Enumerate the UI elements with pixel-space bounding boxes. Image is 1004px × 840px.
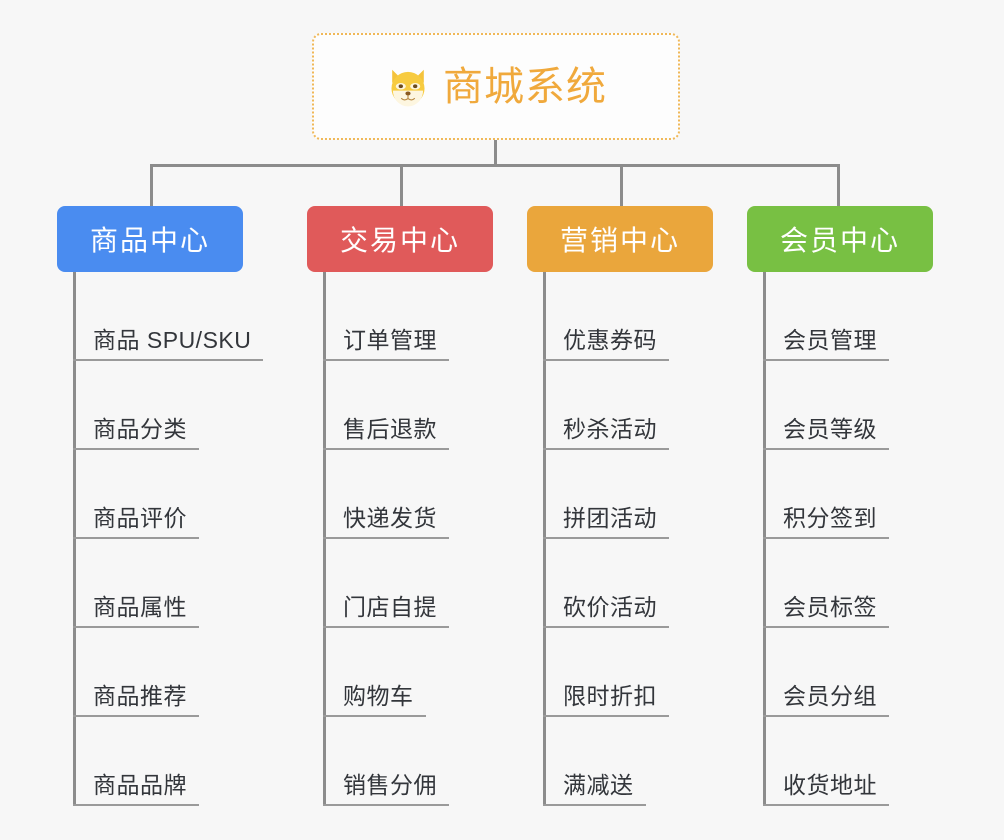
list-item[interactable]: 满减送 xyxy=(527,717,713,806)
list-item[interactable]: 订单管理 xyxy=(307,272,493,361)
leaf-label: 优惠券码 xyxy=(563,327,657,353)
leaf-label: 商品分类 xyxy=(93,416,187,442)
connector-drop-4 xyxy=(837,164,840,208)
list-item[interactable]: 砍价活动 xyxy=(527,539,713,628)
list-item[interactable]: 会员标签 xyxy=(747,539,933,628)
leaf-label: 会员标签 xyxy=(783,594,877,620)
category-label-2: 交易中心 xyxy=(339,225,460,256)
list-item[interactable]: 限时折扣 xyxy=(527,628,713,717)
branch-trunk-4 xyxy=(763,272,766,806)
leaf-list-3: 优惠券码 秒杀活动 拼团活动 砍价活动 限时折扣 满减送 xyxy=(527,272,713,806)
category-box-4[interactable]: 会员中心 xyxy=(747,206,933,272)
leaf-label: 积分签到 xyxy=(783,505,877,531)
branch-trade-center: 交易中心 订单管理 售后退款 快递发货 门店自提 购物车 销售分佣 xyxy=(307,206,493,806)
leaf-label: 商品推荐 xyxy=(93,683,187,709)
branch-trunk-3 xyxy=(543,272,546,806)
leaf-label: 会员等级 xyxy=(783,416,877,442)
leaf-label: 商品品牌 xyxy=(93,772,187,798)
connector-horizontal-bar xyxy=(150,164,840,167)
list-item[interactable]: 商品推荐 xyxy=(57,628,263,717)
list-item[interactable]: 门店自提 xyxy=(307,539,493,628)
category-box-1[interactable]: 商品中心 xyxy=(57,206,243,272)
connector-drop-3 xyxy=(620,164,623,208)
branch-product-center: 商品中心 商品 SPU/SKU 商品分类 商品评价 商品属性 商品推荐 商品品牌 xyxy=(57,206,264,806)
shiba-dog-face-icon xyxy=(391,69,425,106)
leaf-label: 购物车 xyxy=(343,683,414,709)
leaf-list-2: 订单管理 售后退款 快递发货 门店自提 购物车 销售分佣 xyxy=(307,272,493,806)
leaf-label: 限时折扣 xyxy=(563,683,657,709)
list-item[interactable]: 商品 SPU/SKU xyxy=(57,272,264,361)
list-item[interactable]: 积分签到 xyxy=(747,450,933,539)
leaf-label: 销售分佣 xyxy=(343,772,437,798)
list-item[interactable]: 商品属性 xyxy=(57,539,263,628)
list-item[interactable]: 收货地址 xyxy=(747,717,933,806)
leaf-label: 收货地址 xyxy=(783,772,877,798)
branch-trunk-2 xyxy=(323,272,326,806)
category-box-2[interactable]: 交易中心 xyxy=(307,206,493,272)
list-item[interactable]: 购物车 xyxy=(307,628,493,717)
connector-drop-1 xyxy=(150,164,153,208)
list-item[interactable]: 拼团活动 xyxy=(527,450,713,539)
list-item[interactable]: 会员管理 xyxy=(747,272,933,361)
list-item[interactable]: 商品品牌 xyxy=(57,717,263,806)
root-node[interactable]: 商城系统 xyxy=(312,33,680,140)
leaf-label: 订单管理 xyxy=(343,327,437,353)
list-item[interactable]: 商品分类 xyxy=(57,361,263,450)
leaf-label: 售后退款 xyxy=(343,416,437,442)
leaf-list-4: 会员管理 会员等级 积分签到 会员标签 会员分组 收货地址 xyxy=(747,272,933,806)
list-item[interactable]: 优惠券码 xyxy=(527,272,713,361)
leaf-list-1: 商品 SPU/SKU 商品分类 商品评价 商品属性 商品推荐 商品品牌 xyxy=(57,272,264,806)
category-label-3: 营销中心 xyxy=(559,225,680,256)
leaf-label: 商品评价 xyxy=(93,505,187,531)
leaf-label: 会员分组 xyxy=(783,683,877,709)
branch-trunk-1 xyxy=(73,272,76,806)
leaf-label: 商品属性 xyxy=(93,594,187,620)
leaf-label: 砍价活动 xyxy=(563,594,657,620)
branch-marketing-center: 营销中心 优惠券码 秒杀活动 拼团活动 砍价活动 限时折扣 满减送 xyxy=(527,206,713,806)
list-item[interactable]: 会员分组 xyxy=(747,628,933,717)
category-label-4: 会员中心 xyxy=(779,225,900,256)
category-box-3[interactable]: 营销中心 xyxy=(527,206,713,272)
list-item[interactable]: 销售分佣 xyxy=(307,717,493,806)
leaf-label: 会员管理 xyxy=(783,327,877,353)
list-item[interactable]: 秒杀活动 xyxy=(527,361,713,450)
connector-drop-2 xyxy=(400,164,403,208)
list-item[interactable]: 售后退款 xyxy=(307,361,493,450)
leaf-label: 满减送 xyxy=(563,772,634,798)
leaf-label: 秒杀活动 xyxy=(563,416,657,442)
leaf-label: 商品 SPU/SKU xyxy=(93,327,252,353)
list-item[interactable]: 会员等级 xyxy=(747,361,933,450)
list-item[interactable]: 快递发货 xyxy=(307,450,493,539)
list-item[interactable]: 商品评价 xyxy=(57,450,263,539)
root-title: 商城系统 xyxy=(443,64,607,109)
category-label-1: 商品中心 xyxy=(89,225,210,256)
leaf-label: 拼团活动 xyxy=(563,505,657,531)
connector-root-stem xyxy=(494,140,497,167)
branch-member-center: 会员中心 会员管理 会员等级 积分签到 会员标签 会员分组 收货地址 xyxy=(747,206,933,806)
leaf-label: 快递发货 xyxy=(343,505,437,531)
leaf-label: 门店自提 xyxy=(343,594,437,620)
